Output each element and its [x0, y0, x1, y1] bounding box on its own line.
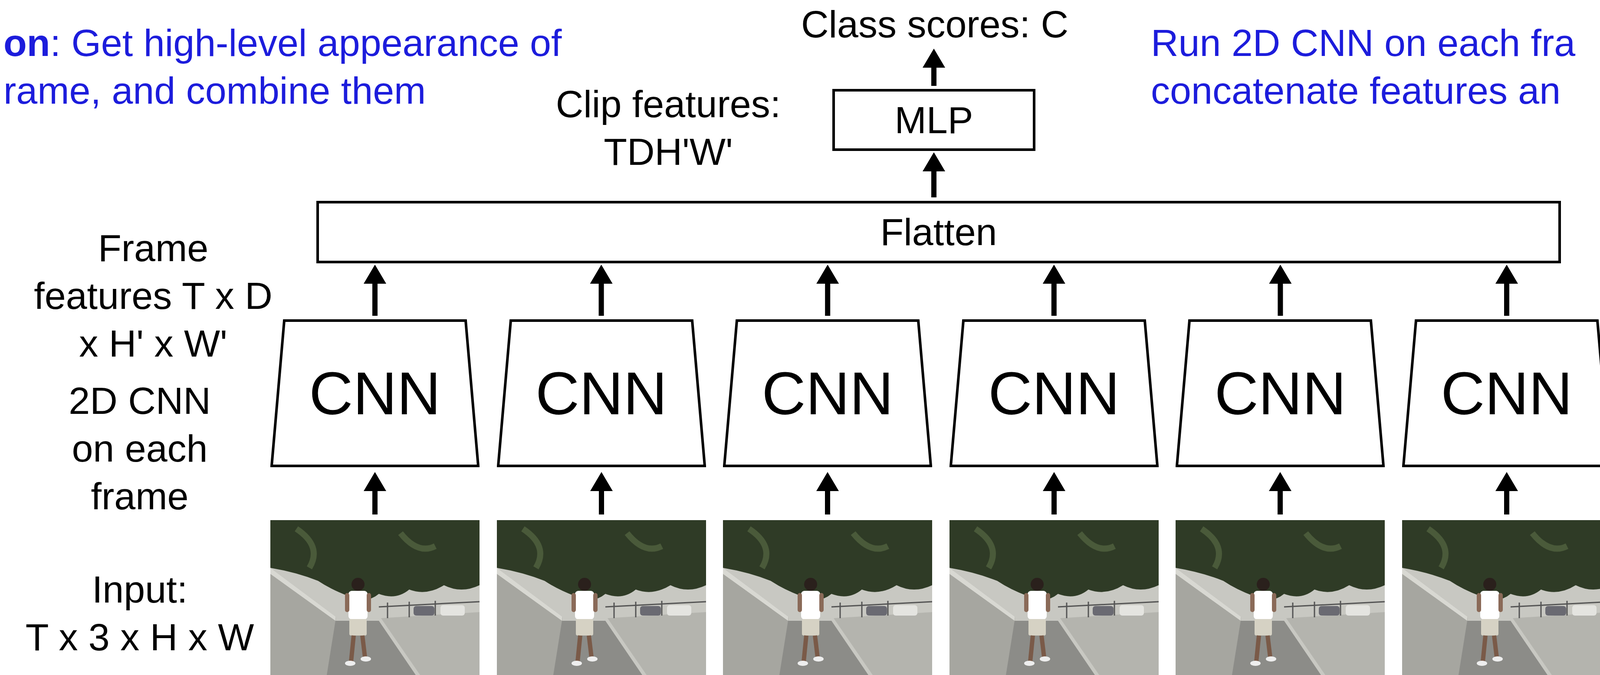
mlp-box: MLP	[832, 88, 1036, 152]
shape-label: T x 3 x H x W	[9, 613, 270, 662]
cnn-trapezoid: CNN	[949, 319, 1159, 468]
cnn-trapezoid: CNN	[722, 319, 933, 468]
shape-label: Frame features T x D x H' x W'	[25, 224, 282, 368]
node-label: Flatten	[880, 210, 997, 254]
cnn-trapezoid: CNN	[1402, 319, 1600, 468]
flow-arrow	[1495, 264, 1518, 316]
flow-arrow	[590, 264, 613, 316]
step-label: 2D CNN on each frame	[57, 377, 222, 521]
flatten-box: Flatten	[316, 200, 1561, 264]
flow-arrow	[1268, 264, 1292, 316]
cnn-trapezoid: CNN	[270, 319, 480, 468]
note-text: Run 2D CNN on each fra concatenate featu…	[1150, 19, 1600, 115]
note-text: : Get high-level appearance of rame, and…	[3, 21, 562, 112]
flow-arrow	[816, 264, 839, 316]
node-label: CNN	[762, 358, 894, 429]
node-label: CNN	[1440, 358, 1573, 429]
node-label: MLP	[894, 98, 974, 142]
flow-arrow	[363, 264, 387, 316]
output-label: Class scores: C	[739, 0, 1131, 49]
flow-arrow	[1042, 264, 1066, 316]
note-text: on: Get high-level appearance of rame, a…	[3, 19, 596, 115]
flow-arrow	[922, 152, 946, 198]
input-label: Input:	[18, 565, 262, 614]
cnn-trapezoid: CNN	[496, 319, 707, 468]
node-label: CNN	[1214, 358, 1347, 429]
node-label: CNN	[988, 358, 1120, 429]
node-label: CNN	[535, 358, 667, 429]
node-label: CNN	[308, 358, 441, 429]
shape-label: Clip features: TDH'W'	[545, 80, 791, 176]
cnn-trapezoid: CNN	[1175, 319, 1385, 468]
bold-term: on	[3, 21, 51, 65]
